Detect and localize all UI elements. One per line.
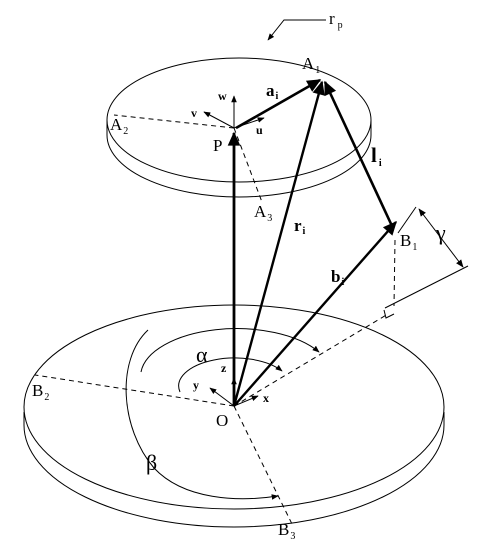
label-gamma: γ: [435, 220, 446, 245]
gamma-dimension: [384, 206, 469, 309]
label-O: O: [216, 411, 228, 430]
line-O-B2: [34, 374, 235, 407]
alpha-arc-inner: [178, 357, 283, 393]
label-r-i: ri: [294, 216, 306, 237]
label-b-i: bi: [331, 267, 344, 288]
label-A2: A2: [110, 115, 128, 137]
label-v: v: [191, 106, 197, 120]
label-B2: B2: [32, 381, 49, 403]
dashed-lines: [34, 114, 396, 525]
label-w: w: [218, 89, 227, 103]
label-alpha: α: [196, 342, 208, 367]
label-B1: B1: [400, 231, 417, 253]
line-B1-drop: [393, 239, 396, 307]
line-O-B3: [233, 405, 293, 525]
rp-leader: [267, 19, 326, 41]
vector-b-i: [233, 220, 397, 407]
line-P-A2: [113, 114, 235, 129]
frame-base: [209, 377, 259, 407]
axis-v: [203, 111, 235, 129]
frame-moving: [203, 95, 265, 129]
label-beta: β: [146, 450, 157, 475]
label-A3: A3: [254, 202, 272, 224]
right-angle-marker: [383, 309, 395, 319]
axis-u: [233, 117, 265, 129]
alpha-arc-outer: [140, 328, 320, 373]
line-O-gamma-ext: [233, 313, 389, 407]
moving-platform-rim: [106, 120, 372, 198]
vector-a-i: [235, 78, 322, 130]
label-y: y: [193, 378, 199, 392]
moving-platform-top: [106, 57, 372, 183]
gamma-arrow: [418, 208, 464, 268]
label-B3: B3: [278, 520, 295, 542]
label-z: z: [221, 361, 227, 375]
label-A1: A1: [302, 54, 320, 76]
label-P: P: [213, 136, 222, 155]
label-u: u: [256, 123, 263, 137]
axis-x: [233, 395, 259, 407]
angle-arcs: [125, 328, 320, 500]
label-a-i: ai: [266, 81, 279, 102]
axis-y: [209, 387, 235, 407]
vector-r-i: [232, 80, 325, 407]
vector-l-i: [323, 80, 394, 227]
vectors: [227, 78, 397, 407]
label-x: x: [263, 391, 269, 405]
base-platform-rim: [23, 412, 445, 528]
beta-arc: [125, 329, 279, 500]
